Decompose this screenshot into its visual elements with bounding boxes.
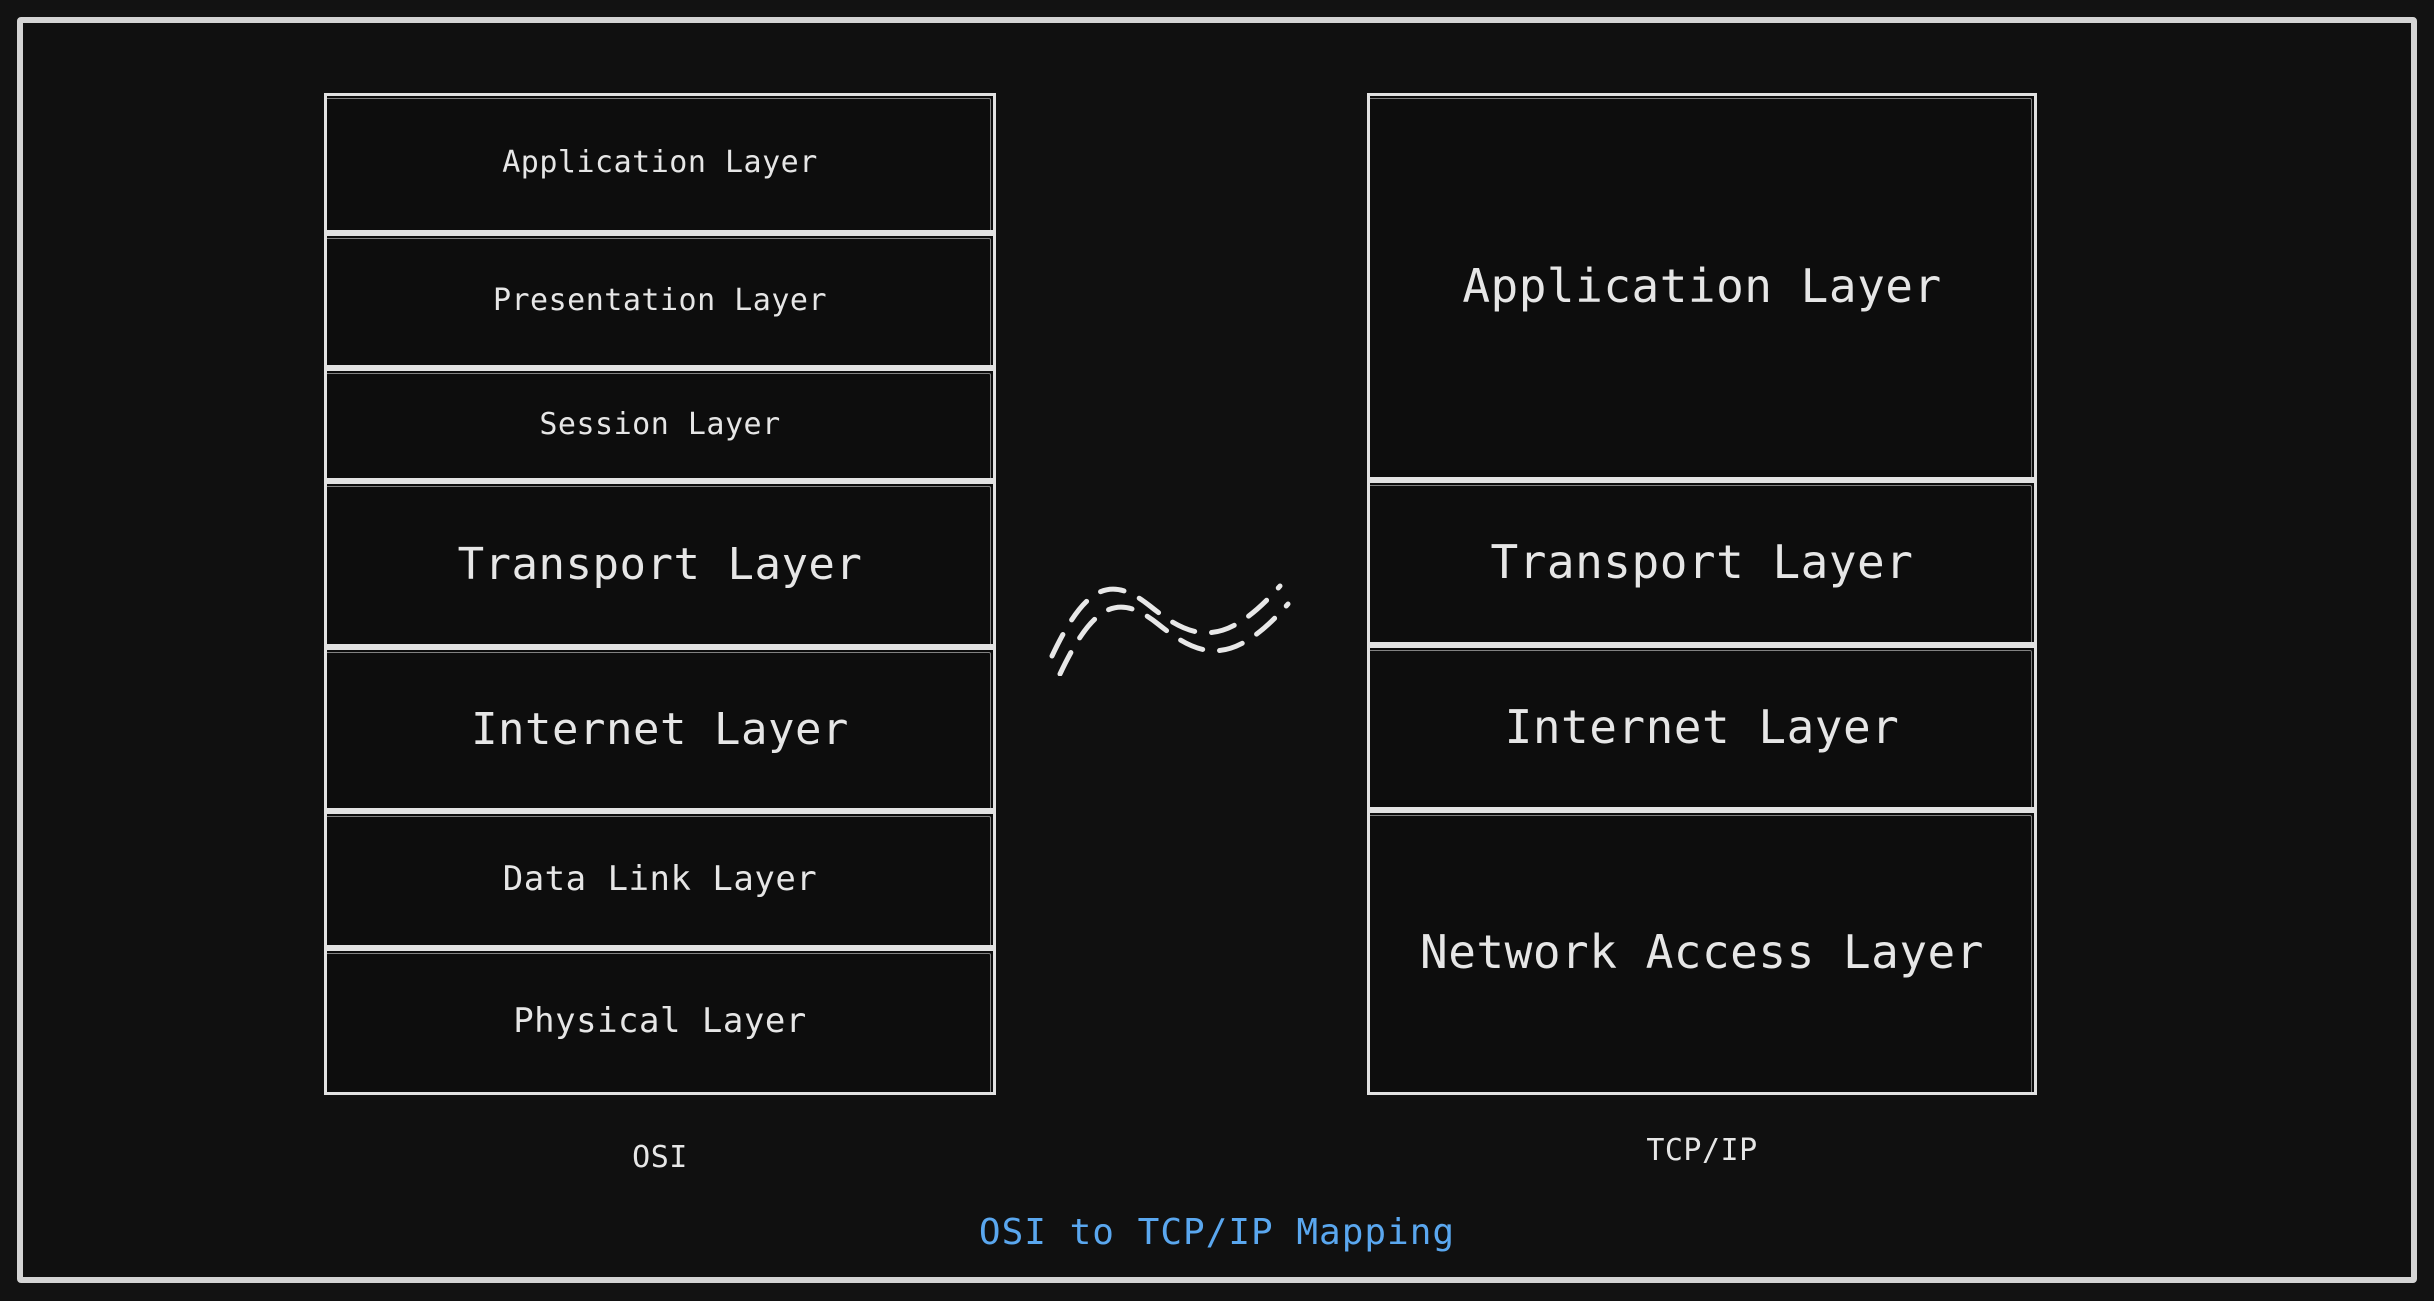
osi-layer-transport-label: Transport Layer [457,538,863,590]
osi-layer-physical[interactable]: Physical Layer [324,948,996,1095]
osi-layer-session-label: Session Layer [539,406,781,442]
tcpip-layer-network-access[interactable]: Network Access Layer [1367,810,2037,1095]
osi-layer-transport[interactable]: Transport Layer [324,481,996,647]
tcpip-layer-transport[interactable]: Transport Layer [1367,480,2037,645]
osi-layer-application-label: Application Layer [502,145,818,181]
osi-layer-application[interactable]: Application Layer [324,93,996,233]
osi-layer-internet[interactable]: Internet Layer [324,647,996,811]
tcpip-layer-application-label: Application Layer [1462,258,1942,313]
tcpip-layer-internet-label: Internet Layer [1504,699,1900,754]
osi-layer-internet-label: Internet Layer [471,703,849,755]
tcpip-layer-internet[interactable]: Internet Layer [1367,645,2037,810]
tcpip-layer-transport-label: Transport Layer [1490,534,1914,589]
tcpip-layer-application[interactable]: Application Layer [1367,93,2037,480]
tcpip-stack-caption: TCP/IP [1646,1133,1758,1168]
osi-layer-data-link[interactable]: Data Link Layer [324,811,996,948]
tcpip-layer-network-access-label: Network Access Layer [1420,924,1984,979]
osi-stack-caption: OSI [632,1140,688,1175]
osi-layer-presentation[interactable]: Presentation Layer [324,233,996,368]
osi-layer-session[interactable]: Session Layer [324,368,996,481]
osi-layer-presentation-label: Presentation Layer [492,282,828,318]
osi-layer-physical-label: Physical Layer [513,1001,807,1042]
osi-layer-data-link-label: Data Link Layer [502,859,818,900]
diagram-title: OSI to TCP/IP Mapping [978,1212,1456,1253]
squiggle-connector-icon [1049,583,1291,676]
